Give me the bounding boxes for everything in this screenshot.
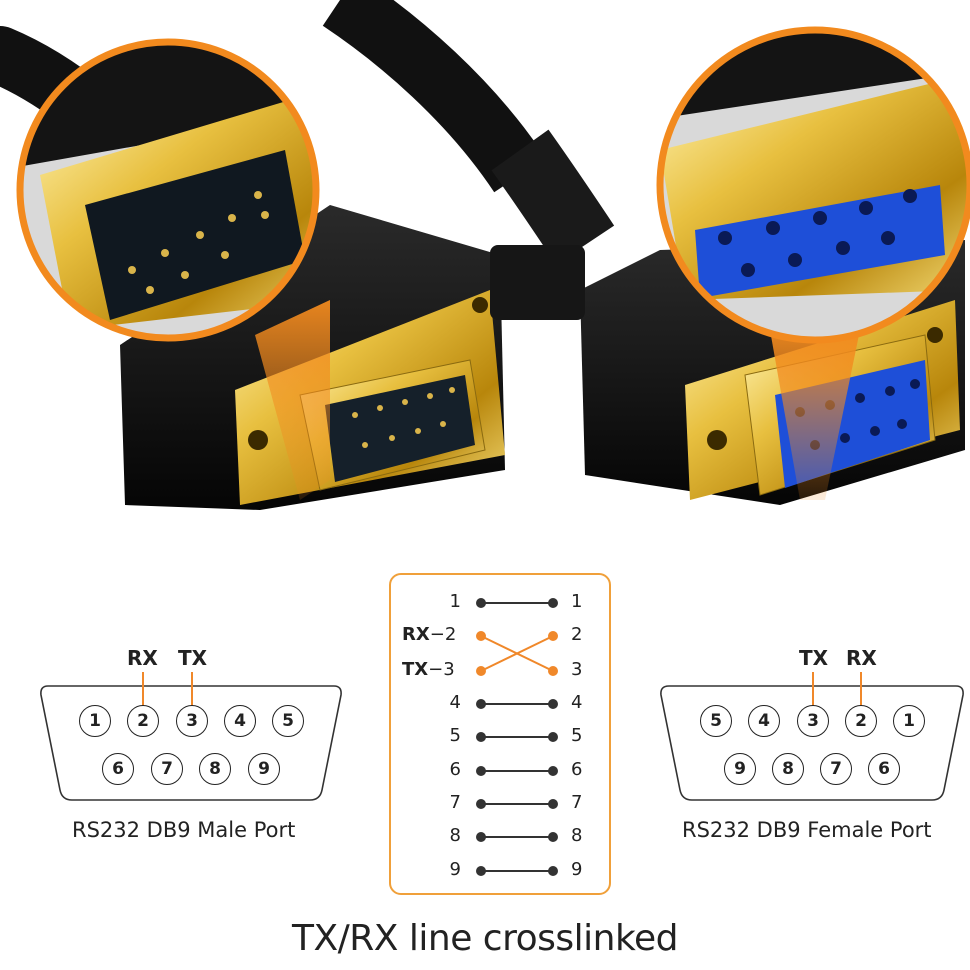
female-tx-label: TX (799, 646, 829, 670)
female-pin-7: 7 (820, 753, 852, 785)
rx-signal-label: RX−2 (402, 624, 457, 645)
right-pin-2: 2 (571, 624, 583, 645)
male-pin-7: 7 (151, 753, 183, 785)
male-pin-2: 2 (127, 705, 159, 737)
female-pin-4: 4 (748, 705, 780, 737)
left-pin-7: 7 (449, 792, 461, 813)
right-pin-8: 8 (571, 825, 583, 846)
left-pin-5: 5 (449, 725, 461, 746)
female-port-title: RS232 DB9 Female Port (682, 818, 932, 842)
right-pin-7: 7 (571, 792, 583, 813)
male-rx-label: RX (127, 646, 158, 670)
right-pin-3: 3 (571, 659, 583, 680)
product-photo (0, 0, 970, 510)
connector-illustration (0, 0, 970, 510)
female-pin-6: 6 (868, 753, 900, 785)
left-pin-1: 1 (449, 591, 461, 612)
right-pin-5: 5 (571, 725, 583, 746)
male-port-diagram: RX TX 1 2 3 4 5 6 7 8 9 RS232 DB9 Male P… (20, 640, 360, 860)
male-port-title: RS232 DB9 Male Port (72, 818, 296, 842)
male-pin-8: 8 (199, 753, 231, 785)
crossed-lines (476, 631, 558, 676)
tx-signal-label: TX−3 (402, 659, 455, 680)
male-pin-9: 9 (248, 753, 280, 785)
male-zoom-magnifier (16, 38, 320, 342)
male-tx-label: TX (178, 646, 208, 670)
left-pin-9: 9 (449, 859, 461, 880)
wiring-diagram: 1 RX−2 TX−3 4 5 6 7 8 9 1 2 3 4 5 6 7 8 … (389, 573, 611, 895)
female-pin-9: 9 (724, 753, 756, 785)
right-pin-9: 9 (571, 859, 583, 880)
left-pin-6: 6 (449, 759, 461, 780)
female-rx-label: RX (846, 646, 877, 670)
right-pin-6: 6 (571, 759, 583, 780)
female-pin-2: 2 (845, 705, 877, 737)
wiring-lines (476, 598, 558, 876)
male-pin-5: 5 (272, 705, 304, 737)
female-pin-3: 3 (797, 705, 829, 737)
right-pin-4: 4 (571, 692, 583, 713)
female-pin-1: 1 (893, 705, 925, 737)
female-pin-8: 8 (772, 753, 804, 785)
female-pin-5: 5 (700, 705, 732, 737)
male-pin-1: 1 (79, 705, 111, 737)
female-zoom-magnifier (656, 26, 970, 344)
male-pin-6: 6 (102, 753, 134, 785)
left-pin-4: 4 (449, 692, 461, 713)
male-pin-3: 3 (176, 705, 208, 737)
female-port-diagram: TX RX 5 4 3 2 1 9 8 7 6 RS232 DB9 Female… (640, 640, 970, 860)
right-pin-1: 1 (571, 591, 583, 612)
left-pin-8: 8 (449, 825, 461, 846)
caption: TX/RX line crosslinked (291, 918, 679, 959)
male-pin-4: 4 (224, 705, 256, 737)
